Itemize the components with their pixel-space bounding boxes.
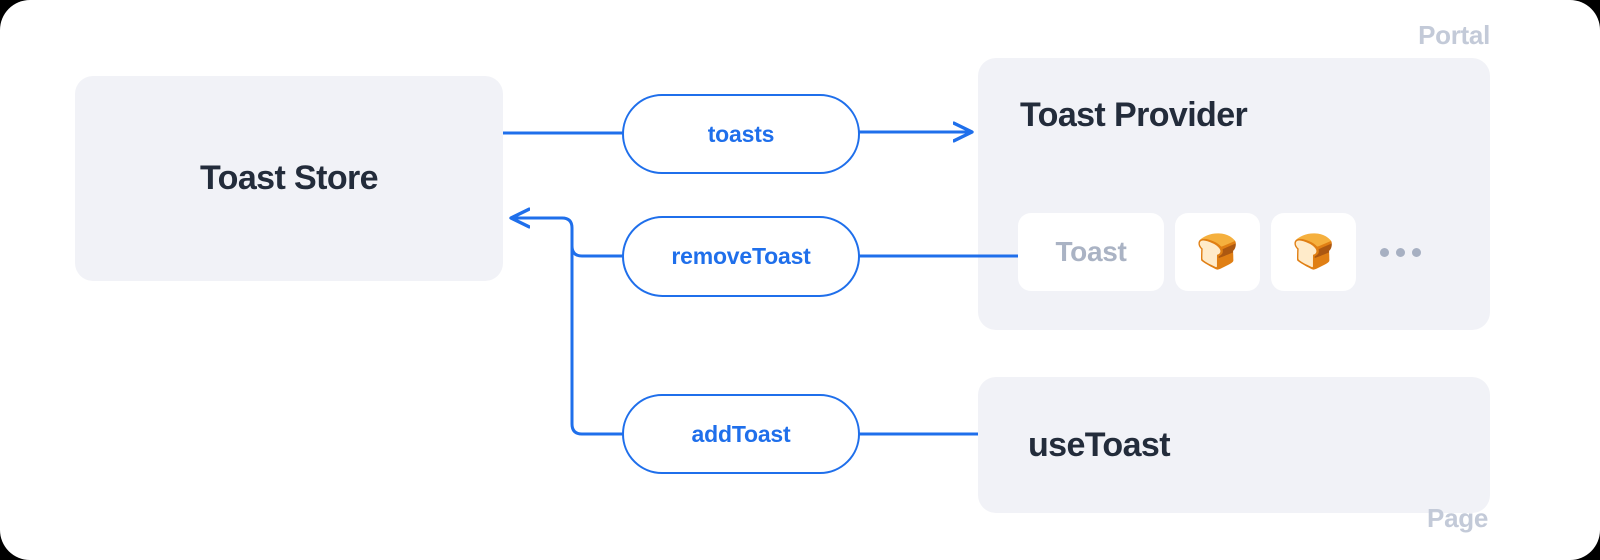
usetoast-title: useToast [1028,425,1171,464]
ellipsis-dot [1396,247,1405,257]
wire-removetoast-to-store [511,218,624,258]
ellipsis-dot [1412,247,1421,257]
pill-remove-toast[interactable]: removeToast [622,216,860,297]
pill-add-toast[interactable]: addToast [622,394,860,474]
toast-provider-title: Toast Provider [1020,96,1248,134]
toast-card[interactable]: Toast [1018,213,1164,291]
toast-card[interactable]: 🍞 [1175,213,1260,291]
usetoast-panel: useToast [978,377,1490,513]
ellipsis-dot [1380,247,1389,257]
toast-store-label: Toast Store [200,159,379,197]
toast-card-row: Toast 🍞 🍞 [1018,213,1421,291]
bread-icon: 🍞 [1196,233,1239,271]
toast-card-label: Toast [1055,236,1127,267]
more-toasts-ellipsis-icon [1380,247,1421,257]
pill-toasts[interactable]: toasts [622,94,860,174]
wire-addtoast-to-store [570,246,624,436]
toast-card[interactable]: 🍞 [1271,213,1356,291]
pill-toasts-label: toasts [707,120,775,147]
page-caption: Page [1427,503,1488,533]
portal-caption: Portal [1418,20,1490,50]
pill-remove-toast-label: removeToast [671,243,811,269]
toast-store-panel: Toast Store [75,76,503,281]
pill-add-toast-label: addToast [691,420,791,447]
bread-icon: 🍞 [1292,233,1335,271]
